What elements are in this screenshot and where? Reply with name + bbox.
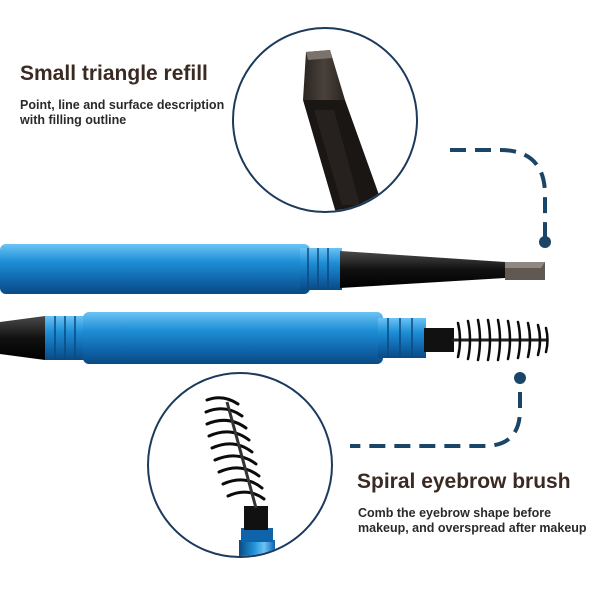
- connector-dot-icon: [539, 236, 551, 248]
- brush-closeup-circle: [147, 372, 333, 558]
- refill-closeup-icon: [303, 50, 388, 211]
- refill-feature-title: Small triangle refill: [20, 62, 208, 85]
- pencil-top: [0, 244, 545, 294]
- connector-top: [450, 148, 551, 248]
- connector-dot-icon: [514, 372, 526, 384]
- refill-closeup-circle: [232, 27, 418, 213]
- brush-closeup-icon: [204, 396, 275, 556]
- connector-bottom: [350, 372, 526, 448]
- brush-feature-description: Comb the eyebrow shape before makeup, an…: [358, 506, 587, 535]
- brush-feature-title: Spiral eyebrow brush: [357, 470, 571, 493]
- refill-feature-description: Point, line and surface description with…: [20, 98, 225, 127]
- pencil-bottom: [0, 312, 549, 364]
